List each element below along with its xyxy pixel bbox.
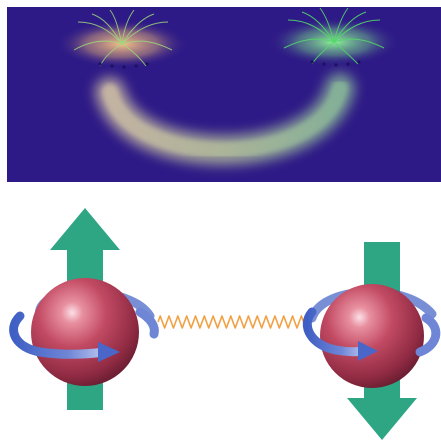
right-particle — [302, 242, 441, 440]
right-vortex — [268, 7, 400, 67]
spin-pair — [9, 208, 441, 440]
right-vortex-dots — [310, 60, 361, 67]
right-vortex-field-lines — [283, 7, 385, 65]
circular-arrow-icon — [302, 307, 441, 361]
left-sphere — [31, 278, 139, 386]
left-particle — [9, 208, 159, 410]
vortex-panel — [7, 7, 441, 182]
right-sphere — [320, 284, 424, 388]
left-vortex-dots — [98, 62, 149, 69]
left-vortex-field-lines — [73, 9, 173, 67]
spring-icon — [157, 315, 309, 329]
circular-arrow-icon — [9, 307, 159, 362]
left-vortex — [56, 9, 188, 69]
connecting-arc-core — [102, 80, 348, 158]
